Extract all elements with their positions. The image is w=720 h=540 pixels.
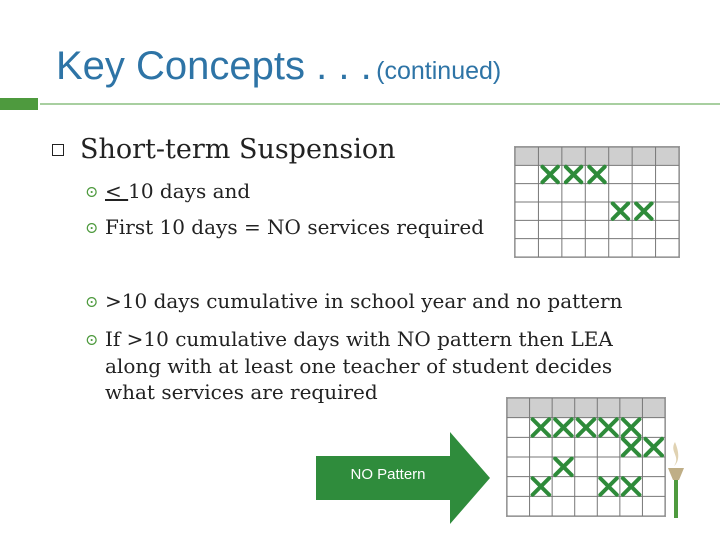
title-continued: (continued) xyxy=(376,57,502,85)
x-mark-icon xyxy=(620,417,642,438)
bullet-item: ⊙ < 10 days and xyxy=(85,178,250,205)
square-bullet-icon xyxy=(52,143,64,156)
x-mark-icon xyxy=(587,164,607,185)
calendar-grid xyxy=(515,147,679,257)
bullet-text: First 10 days = NO services required xyxy=(105,215,485,239)
arrow-label: NO Pattern xyxy=(350,466,426,483)
title-accent-bar xyxy=(0,98,38,110)
circle-bullet-icon: ⊙ xyxy=(85,330,99,349)
calendar-header xyxy=(507,398,665,418)
x-mark-icon xyxy=(553,456,574,478)
x-mark-icon xyxy=(553,417,574,438)
bullet-level1: Short-term Suspension xyxy=(52,134,395,165)
x-mark-icon xyxy=(634,201,654,221)
level1-text: Short-term Suspension xyxy=(80,134,396,165)
bullet-item: ⊙ First 10 days = NO services required xyxy=(85,214,484,241)
x-mark-icon xyxy=(620,436,642,458)
arrow-shape xyxy=(316,432,490,524)
bullet-text: >10 days cumulative in school year and n… xyxy=(105,289,623,313)
x-mark-icon xyxy=(620,476,642,497)
bullet-text: 10 days and xyxy=(128,179,251,203)
x-mark-icon xyxy=(530,417,552,438)
bullet-text-line1: If >10 cumulative days with NO pattern t… xyxy=(105,327,613,351)
calendar-graphic xyxy=(514,146,680,258)
x-mark-icon xyxy=(540,164,560,185)
calendar-grid xyxy=(507,398,665,516)
bullet-prefix: < xyxy=(105,179,129,203)
x-mark-icon xyxy=(575,417,597,438)
title-divider xyxy=(40,103,720,105)
x-mark-icon xyxy=(610,201,631,221)
bullet-item: ⊙ >10 days cumulative in school year and … xyxy=(85,288,623,315)
calendar-graphic xyxy=(506,397,666,517)
bullet-text-line2: along with at least one teacher of stude… xyxy=(105,354,613,378)
bullet-text-line3: what services are required xyxy=(105,380,378,404)
circle-bullet-icon: ⊙ xyxy=(85,292,99,311)
circle-bullet-icon: ⊙ xyxy=(85,182,99,201)
circle-bullet-icon: ⊙ xyxy=(85,218,99,237)
slide-title: Key Concepts . . . (continued) xyxy=(56,44,501,89)
title-main: Key Concepts . . . xyxy=(56,44,372,88)
x-mark-icon xyxy=(530,476,552,497)
bullet-item: ⊙ If >10 cumulative days with NO pattern … xyxy=(85,326,613,405)
x-mark-icon xyxy=(643,436,664,458)
x-mark-icon xyxy=(598,417,619,438)
torch-icon xyxy=(668,442,684,518)
x-mark-icon xyxy=(598,476,619,497)
x-mark-icon xyxy=(563,164,584,185)
calendar-header xyxy=(515,147,679,166)
